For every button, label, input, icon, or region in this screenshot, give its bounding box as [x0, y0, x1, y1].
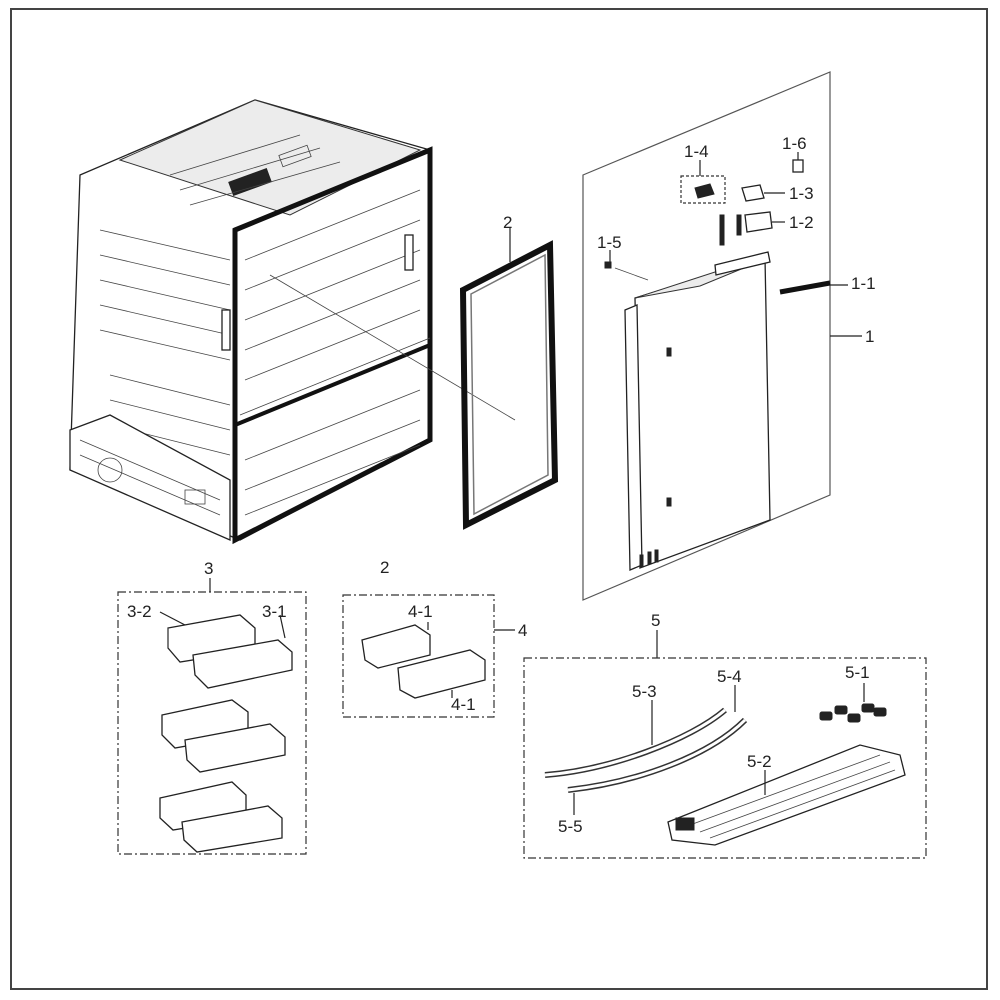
group-4-guards: [342, 594, 515, 718]
label-1-3: 1-3: [789, 184, 814, 203]
label-1-1: 1-1: [851, 274, 876, 293]
label-5-1: 5-1: [845, 663, 870, 682]
label-2-gasket: 2: [503, 213, 512, 232]
label-1-5: 1-5: [597, 233, 622, 252]
group-3-bins: [117, 578, 307, 855]
label-1-4: 1-4: [684, 142, 709, 161]
label-4: 4: [518, 621, 527, 640]
group-5-parts: [523, 630, 927, 859]
diagram-frame: [10, 8, 988, 990]
label-5-3: 5-3: [632, 682, 657, 701]
label-5-2: 5-2: [747, 752, 772, 771]
label-3-2: 3-2: [127, 602, 152, 621]
label-4-1-bottom: 4-1: [451, 695, 476, 714]
label-5-5: 5-5: [558, 817, 583, 836]
label-2-group: 2: [380, 558, 389, 577]
label-1-6: 1-6: [782, 134, 807, 153]
label-5-4: 5-4: [717, 667, 742, 686]
label-3-1: 3-1: [262, 602, 287, 621]
label-4-1-top: 4-1: [408, 602, 433, 621]
label-1-2: 1-2: [789, 213, 814, 232]
label-1: 1: [865, 327, 874, 346]
door-assembly-panel: [582, 71, 862, 601]
door-gasket: [459, 228, 559, 530]
refrigerator-cabinet: [69, 99, 516, 545]
label-5: 5: [651, 611, 660, 630]
label-3: 3: [204, 559, 213, 578]
